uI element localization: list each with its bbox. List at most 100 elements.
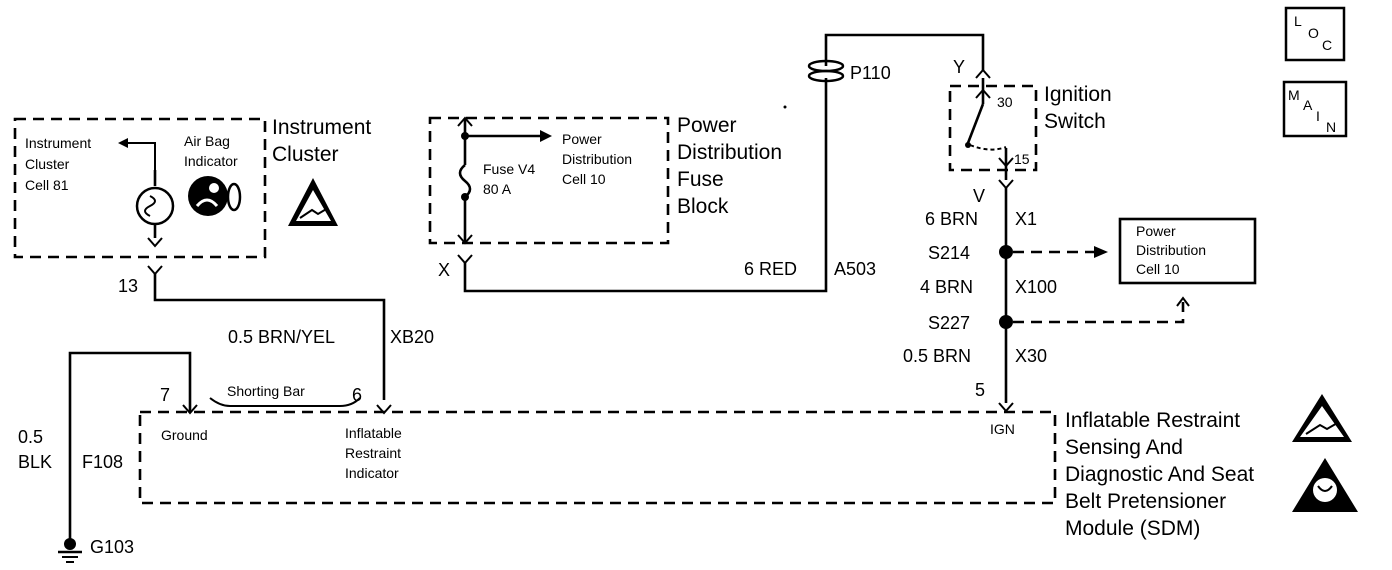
wire-05-brn-label: 0.5 BRN <box>903 346 971 366</box>
power-distribution-ref-box <box>1118 217 1257 285</box>
fuse-ref-1: Power <box>562 131 602 147</box>
fuse-block-title-1: Power <box>677 114 737 137</box>
sdm-indicator-label-2: Restraint <box>345 445 401 461</box>
sdm-ground-label: Ground <box>161 427 208 443</box>
main-letter-a: A <box>1303 97 1313 113</box>
sdm-title-2: Sensing And <box>1065 436 1183 459</box>
main-letter-i: I <box>1316 108 1320 124</box>
sdm-indicator-label-1: Inflatable <box>345 425 402 441</box>
loc-letter-l: L <box>1294 13 1302 29</box>
wire-blk-label-2: BLK <box>18 452 52 472</box>
cluster-cell-label-1: Instrument <box>25 135 91 151</box>
power-distribution-ref: Power Distribution Cell 10 <box>1118 217 1257 285</box>
fuse-ref-3: Cell 10 <box>562 171 606 187</box>
sdm-pin-5: 5 <box>975 380 985 400</box>
ignition-terminal-30: 30 <box>997 94 1013 110</box>
sdm-title-4: Belt Pretensioner <box>1065 490 1226 513</box>
wire-ignition-feed <box>824 33 985 70</box>
sdm-box <box>138 410 1057 505</box>
pd-ref-1: Power <box>1136 223 1176 239</box>
ignition-switch-component: Y 30 15 Ignition Switch V <box>948 57 1112 206</box>
sdm-title-3: Diagnostic And Seat <box>1065 463 1254 486</box>
shorting-bar-label: Shorting Bar <box>227 383 305 399</box>
p110-label: P110 <box>850 63 891 83</box>
sdm-indicator-label-3: Indicator <box>345 465 399 481</box>
pd-ref-3: Cell 10 <box>1136 261 1180 277</box>
wire-x1-label: X1 <box>1015 209 1037 229</box>
ignition-connector-y: Y <box>953 57 965 77</box>
wire-x100-label: X100 <box>1015 277 1057 297</box>
esd-warning-icon <box>288 178 338 226</box>
fuse-name: Fuse V4 <box>483 161 535 177</box>
wire-f108-label: F108 <box>82 452 123 472</box>
s214-ref-arrow <box>1094 246 1108 258</box>
instrument-cluster-title-2: Cluster <box>272 143 339 166</box>
esd-warning-icon <box>1292 394 1352 442</box>
indicator-bulb-icon <box>135 186 175 226</box>
wire-brn-yel-label: 0.5 BRN/YEL <box>228 327 335 347</box>
splice-s214-icon <box>999 245 1013 259</box>
ignition-switch-contact <box>966 103 985 144</box>
loc-button[interactable]: L O C <box>1284 6 1346 62</box>
cluster-cell-label-2: Cluster <box>25 156 70 172</box>
sdm-component: 7 Shorting Bar 6 Ground Inflatable Restr… <box>138 383 1358 540</box>
sdm-ign-label: IGN <box>990 421 1015 437</box>
ground-symbol-icon <box>58 538 82 563</box>
wire-x30-label: X30 <box>1015 346 1047 366</box>
main-letter-n: N <box>1326 119 1336 135</box>
airbag-icon <box>188 176 242 216</box>
ignition-switch-title-1: Ignition <box>1044 83 1112 106</box>
instrument-cluster-component: Instrument Cluster Cell 81 Air Bag Indic… <box>13 116 371 296</box>
sdm-title-5: Module (SDM) <box>1065 517 1200 540</box>
ground-g103-label: G103 <box>90 537 134 557</box>
shorting-bar-icon <box>209 397 361 407</box>
cluster-arrow-head <box>118 138 128 148</box>
airbag-indicator-label-1: Air Bag <box>184 133 230 149</box>
wire-6-brn-label: 6 BRN <box>925 209 978 229</box>
wire-red-label: 6 RED <box>744 259 797 279</box>
ignition-connector-v: V <box>973 186 985 206</box>
cluster-cell-label-3: Cell 81 <box>25 177 69 193</box>
s227-ref-arrow <box>1176 296 1190 307</box>
cluster-ref-arrow <box>126 142 156 170</box>
splice-s214-label: S214 <box>928 243 970 263</box>
sdm-pin-7: 7 <box>160 385 170 405</box>
fuse-block-title-3: Fuse <box>677 168 724 191</box>
wire-blk-label-1: 0.5 <box>18 427 43 447</box>
wire-xb20-label: XB20 <box>390 327 434 347</box>
instrument-cluster-title-1: Instrument <box>272 116 371 139</box>
ignition-terminal-15: 15 <box>1014 151 1030 167</box>
fuse-ref-2: Distribution <box>562 151 632 167</box>
instrument-cluster-box <box>13 117 267 259</box>
p110-connector-icon <box>807 59 845 83</box>
wire-4-brn-label: 4 BRN <box>920 277 973 297</box>
airbag-indicator-label-2: Indicator <box>184 153 238 169</box>
fuse-rating: 80 A <box>483 181 512 197</box>
fuse-connector-x: X <box>438 260 450 280</box>
fuse-block-component: Fuse V4 80 A Power Distribution Cell 10 … <box>428 114 782 280</box>
loc-letter-c: C <box>1322 37 1332 53</box>
splice-s227-label: S227 <box>928 313 970 333</box>
fuse-block-box <box>428 116 670 245</box>
sdm-title-1: Inflatable Restraint <box>1065 409 1240 432</box>
splice-s227-icon <box>999 315 1013 329</box>
main-button[interactable]: M A I N <box>1282 80 1348 138</box>
pretensioner-icon <box>1292 458 1358 512</box>
fuse-ref-arrow <box>540 130 552 142</box>
main-letter-m: M <box>1288 87 1300 103</box>
cluster-pin-13: 13 <box>118 276 138 296</box>
fuse-v4-icon <box>458 163 472 199</box>
sdm-pin-6: 6 <box>352 385 362 405</box>
fuse-block-title-2: Distribution <box>677 141 782 164</box>
pd-ref-2: Distribution <box>1136 242 1206 258</box>
ignition-switch-title-2: Switch <box>1044 110 1106 133</box>
wire-xb20 <box>153 274 386 400</box>
wire-a503-label: A503 <box>834 259 876 279</box>
loc-letter-o: O <box>1308 25 1319 41</box>
wire-a503 <box>463 78 828 293</box>
wire-f108 <box>68 351 192 540</box>
ignition-switch-box <box>948 84 1038 172</box>
fuse-block-title-4: Block <box>677 195 729 218</box>
